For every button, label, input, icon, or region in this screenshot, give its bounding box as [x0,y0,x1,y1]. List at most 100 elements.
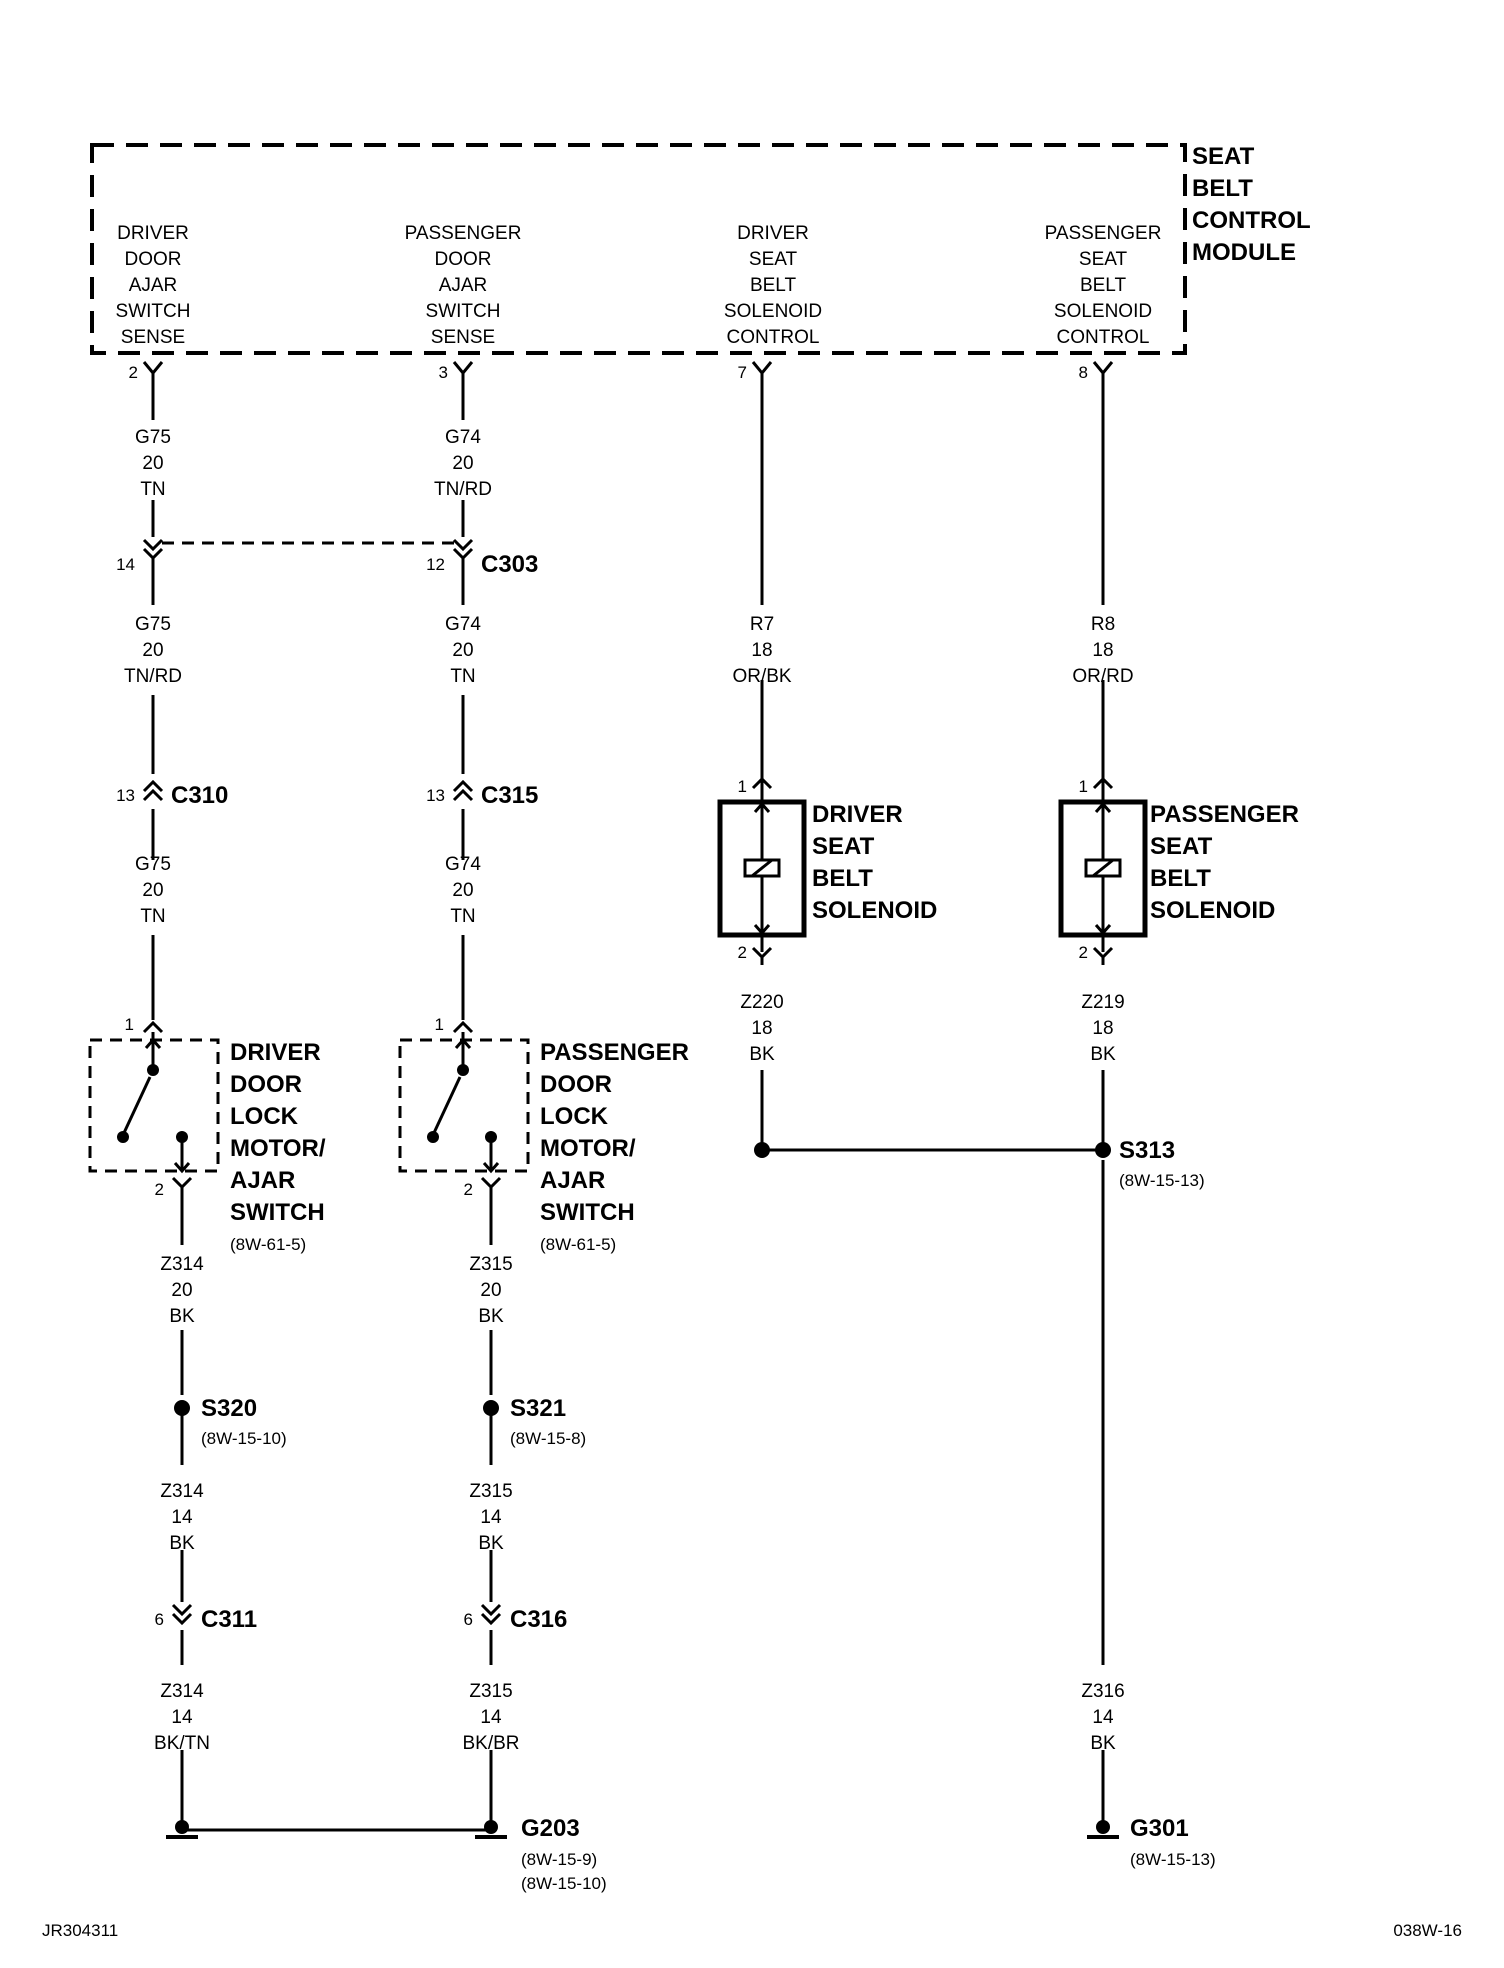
svg-text:20: 20 [452,880,473,901]
svg-text:20: 20 [171,1280,192,1301]
wire-label-g74-mid: G74 20 TN [445,614,481,687]
connector-c316: 6 C316 [464,1603,567,1633]
svg-text:14: 14 [171,1507,193,1528]
svg-text:G75: G75 [135,854,171,875]
svg-text:PASSENGER: PASSENGER [405,223,522,244]
connector-chevron-icon [171,1603,193,1626]
svg-text:G74: G74 [445,854,481,875]
pin-connector-icon [142,1020,164,1034]
svg-text:G75: G75 [135,614,171,635]
svg-text:Z219: Z219 [1081,992,1124,1013]
svg-text:20: 20 [452,640,473,661]
svg-text:SEAT: SEAT [749,249,798,270]
switch-pivot-icon [117,1131,129,1143]
svg-text:Z316: Z316 [1081,1681,1124,1702]
svg-text:2: 2 [464,1180,473,1199]
svg-text:20: 20 [480,1280,501,1301]
svg-text:CONTROL: CONTROL [1057,327,1150,348]
wire-label-z314-a: Z314 20 BK [160,1254,204,1327]
wire-label-z315-c: Z315 14 BK/BR [462,1681,519,1754]
svg-text:SOLENOID: SOLENOID [812,897,937,924]
connector-name: C303 [481,551,538,578]
svg-text:DOOR: DOOR [540,1071,612,1098]
svg-text:SOLENOID: SOLENOID [1054,301,1152,322]
wire-label-z315-b: Z315 14 BK [469,1481,512,1554]
svg-text:18: 18 [751,640,772,661]
svg-text:S313: S313 [1119,1137,1175,1164]
svg-text:1: 1 [125,1015,134,1034]
svg-text:BK: BK [1090,1733,1116,1754]
svg-text:TN: TN [450,906,475,927]
switch-pivot-icon [427,1131,439,1143]
svg-text:20: 20 [142,453,163,474]
svg-text:G74: G74 [445,614,481,635]
svg-text:DOOR: DOOR [435,249,492,270]
pin-connector-icon [171,1176,193,1190]
passenger-door-lock-motor-ajar-switch: 1 2 PASSENGER DOOR LOCK MOTOR/ AJAR SWIT… [398,1015,689,1254]
svg-text:BK/TN: BK/TN [154,1733,210,1754]
splice-dot-icon [1095,1142,1111,1158]
svg-text:LOCK: LOCK [230,1103,299,1130]
svg-text:G203: G203 [521,1815,580,1842]
svg-text:(8W-15-10): (8W-15-10) [521,1874,607,1893]
svg-text:(8W-15-13): (8W-15-13) [1130,1850,1216,1869]
splice-s321: S321 (8W-15-8) [483,1395,586,1448]
svg-text:SEAT: SEAT [1079,249,1128,270]
svg-text:AJAR: AJAR [439,275,488,296]
connector-name: C316 [510,1606,567,1633]
ground-icon [1096,1820,1110,1834]
svg-text:(8W-15-10): (8W-15-10) [201,1429,287,1448]
svg-text:18: 18 [751,1018,772,1039]
svg-text:1: 1 [435,1015,444,1034]
svg-text:DRIVER: DRIVER [230,1039,321,1066]
svg-text:BK/BR: BK/BR [462,1733,519,1754]
connector-c315: 13 C315 [426,779,538,809]
svg-text:13: 13 [116,786,135,805]
svg-text:PASSENGER: PASSENGER [540,1039,689,1066]
ground-icon [484,1820,498,1834]
splice-s320: S320 (8W-15-10) [174,1395,287,1448]
module-pin-label-driver-solenoid: DRIVER SEAT BELT SOLENOID CONTROL [724,223,822,348]
svg-text:BK: BK [478,1306,504,1327]
arrow-up-icon [454,1037,472,1049]
switch-contact-icon [457,1064,469,1076]
connector-chevron-icon [142,538,164,567]
wire-label-g75-low: G75 20 TN [135,854,171,927]
connector-chevron-icon [480,1603,502,1626]
svg-text:R7: R7 [750,614,774,635]
module-pin-label-passenger-door: PASSENGER DOOR AJAR SWITCH SENSE [405,223,522,348]
svg-text:Z315: Z315 [469,1681,512,1702]
connector-chevron-icon [142,779,164,802]
svg-text:SEAT: SEAT [1150,833,1213,860]
svg-text:(8W-15-8): (8W-15-8) [510,1429,586,1448]
wire-label-g74-top: G74 20 TN/RD [434,427,492,500]
svg-text:SWITCH: SWITCH [540,1199,635,1226]
module-pin-label-passenger-solenoid: PASSENGER SEAT BELT SOLENOID CONTROL [1045,223,1162,348]
svg-text:DRIVER: DRIVER [812,801,903,828]
svg-text:SWITCH: SWITCH [230,1199,325,1226]
svg-text:PASSENGER: PASSENGER [1150,801,1299,828]
svg-text:TN/RD: TN/RD [124,666,182,687]
connector-name: C311 [201,1606,257,1633]
module-pin-label-driver-door: DRIVER DOOR AJAR SWITCH SENSE [116,223,191,348]
svg-text:G75: G75 [135,427,171,448]
svg-text:CONTROL: CONTROL [727,327,820,348]
wire-label-z314-b: Z314 14 BK [160,1481,204,1554]
svg-text:BELT: BELT [1080,275,1127,296]
switch-blade-icon [121,1076,152,1136]
svg-text:DRIVER: DRIVER [737,223,809,244]
svg-text:SOLENOID: SOLENOID [1150,897,1275,924]
svg-text:12: 12 [426,555,445,574]
svg-text:14: 14 [171,1707,193,1728]
svg-text:Z314: Z314 [160,1681,204,1702]
svg-text:14: 14 [1092,1707,1114,1728]
svg-text:18: 18 [1092,640,1113,661]
arrow-down-icon [1094,924,1112,936]
svg-text:BELT: BELT [812,865,873,892]
switch-contact-icon [147,1064,159,1076]
pin-connector-icon [452,1020,474,1034]
connector-chevron-icon [452,779,474,802]
wire-label-z220: Z220 18 BK [740,992,783,1065]
svg-text:14: 14 [480,1507,502,1528]
